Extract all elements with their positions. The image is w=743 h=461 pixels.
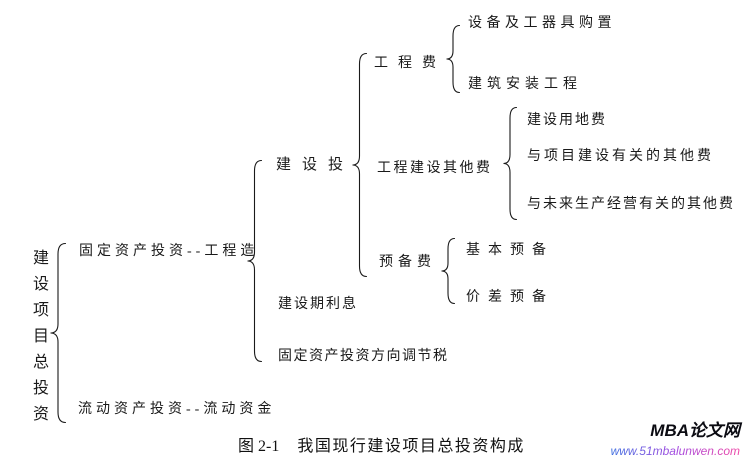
node-other-construction-cost: 工程建设其他费 (377, 161, 493, 176)
figure-title: 我国现行建设项目总投资构成 (297, 438, 525, 455)
brace-other-cost-children-icon (503, 106, 518, 221)
node-fixed-asset-investment: 固定资产投资--工程造 (79, 244, 259, 259)
brace-root-children-icon (50, 242, 67, 424)
brace-construction-investment-children-icon (352, 52, 368, 278)
node-direction-adjustment-tax: 固定资产投资方向调节税 (278, 349, 449, 364)
brace-reserve-children-icon (441, 237, 456, 305)
brace-engineering-cost-children-icon (446, 24, 461, 94)
node-future-operation-other-cost: 与未来生产经营有关的其他费 (527, 197, 735, 212)
node-basic-reserve: 基本预备 (466, 243, 554, 258)
node-current-asset-investment: 流动资产投资--流动资金 (78, 402, 276, 417)
node-construction-investment: 建设投 (276, 157, 355, 173)
node-engineering-cost: 工程费 (374, 56, 446, 71)
watermark-site-name: MBA论文网 (650, 421, 740, 440)
node-reserve-fund: 预备费 (379, 255, 436, 270)
node-root-total-investment: 建设项目总投资 (30, 249, 47, 431)
node-interest-during-construction: 建设期利息 (278, 297, 358, 312)
node-construction-installation: 建筑安装工程 (468, 77, 582, 92)
node-equipment-tools-purchase: 设备及工器具购置 (468, 16, 616, 31)
node-project-related-other-cost: 与项目建设有关的其他费 (527, 149, 714, 164)
watermark-site-url: www.51mbalunwen.com (610, 444, 740, 458)
figure-number: 图 2-1 (238, 438, 280, 455)
node-price-diff-reserve: 价差预备 (466, 290, 554, 305)
brace-fixed-asset-children-icon (247, 159, 263, 363)
figure-caption: 图 2-1 我国现行建设项目总投资构成 (238, 432, 525, 456)
node-construction-land-cost: 建设用地费 (527, 113, 607, 128)
